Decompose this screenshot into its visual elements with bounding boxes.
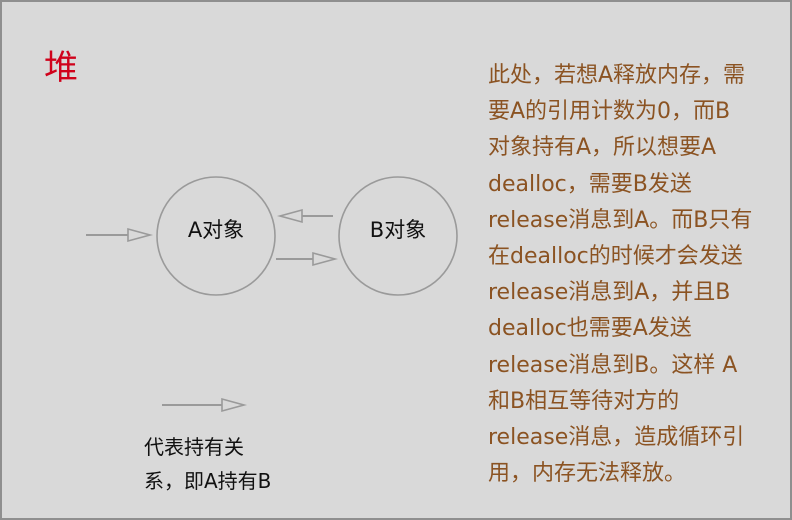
legend-arrow-icon [162, 397, 248, 413]
arrow-b-to-a-icon [276, 208, 333, 224]
explanation-line: 在dealloc的时候才会发送 [488, 243, 743, 269]
explanation-line: 和B相互等待对方的 [488, 388, 680, 414]
explanation-line: release消息，造成循环引 [488, 424, 745, 450]
node-a-circle [156, 176, 276, 296]
explanation-line: 要A的引用计数为0，而B [488, 99, 731, 125]
arrow-external-to-a-icon [86, 227, 154, 243]
explanation-line: release消息到A。而B只有 [488, 207, 753, 233]
explanation-line: 用，内存无法释放。 [488, 461, 687, 487]
explanation-line: dealloc也需要A发送 [488, 316, 692, 342]
node-b-circle [338, 176, 458, 296]
explanation-line: dealloc，需要B发送 [488, 171, 692, 197]
node-b-label: B对象 [369, 218, 427, 242]
heap-title: 堆 [44, 48, 78, 88]
legend-text: 代表持有关 系，即A持有B [144, 430, 324, 498]
explanation-line: release消息到B。这样 A [488, 352, 738, 378]
explanation-text: 此处，若想A释放内存，需 要A的引用计数为0，而B 对象持有A，所以想要A de… [488, 58, 790, 492]
arrow-a-to-b-icon [276, 251, 339, 267]
explanation-line: 此处，若想A释放内存，需 [488, 63, 746, 88]
explanation-line: release消息到A，并且B [488, 280, 731, 306]
legend-line: 代表持有关 [144, 435, 244, 459]
node-a-label: A对象 [187, 218, 245, 242]
explanation-line: 对象持有A，所以想要A [488, 135, 717, 161]
legend-line: 系，即A持有B [144, 469, 272, 493]
